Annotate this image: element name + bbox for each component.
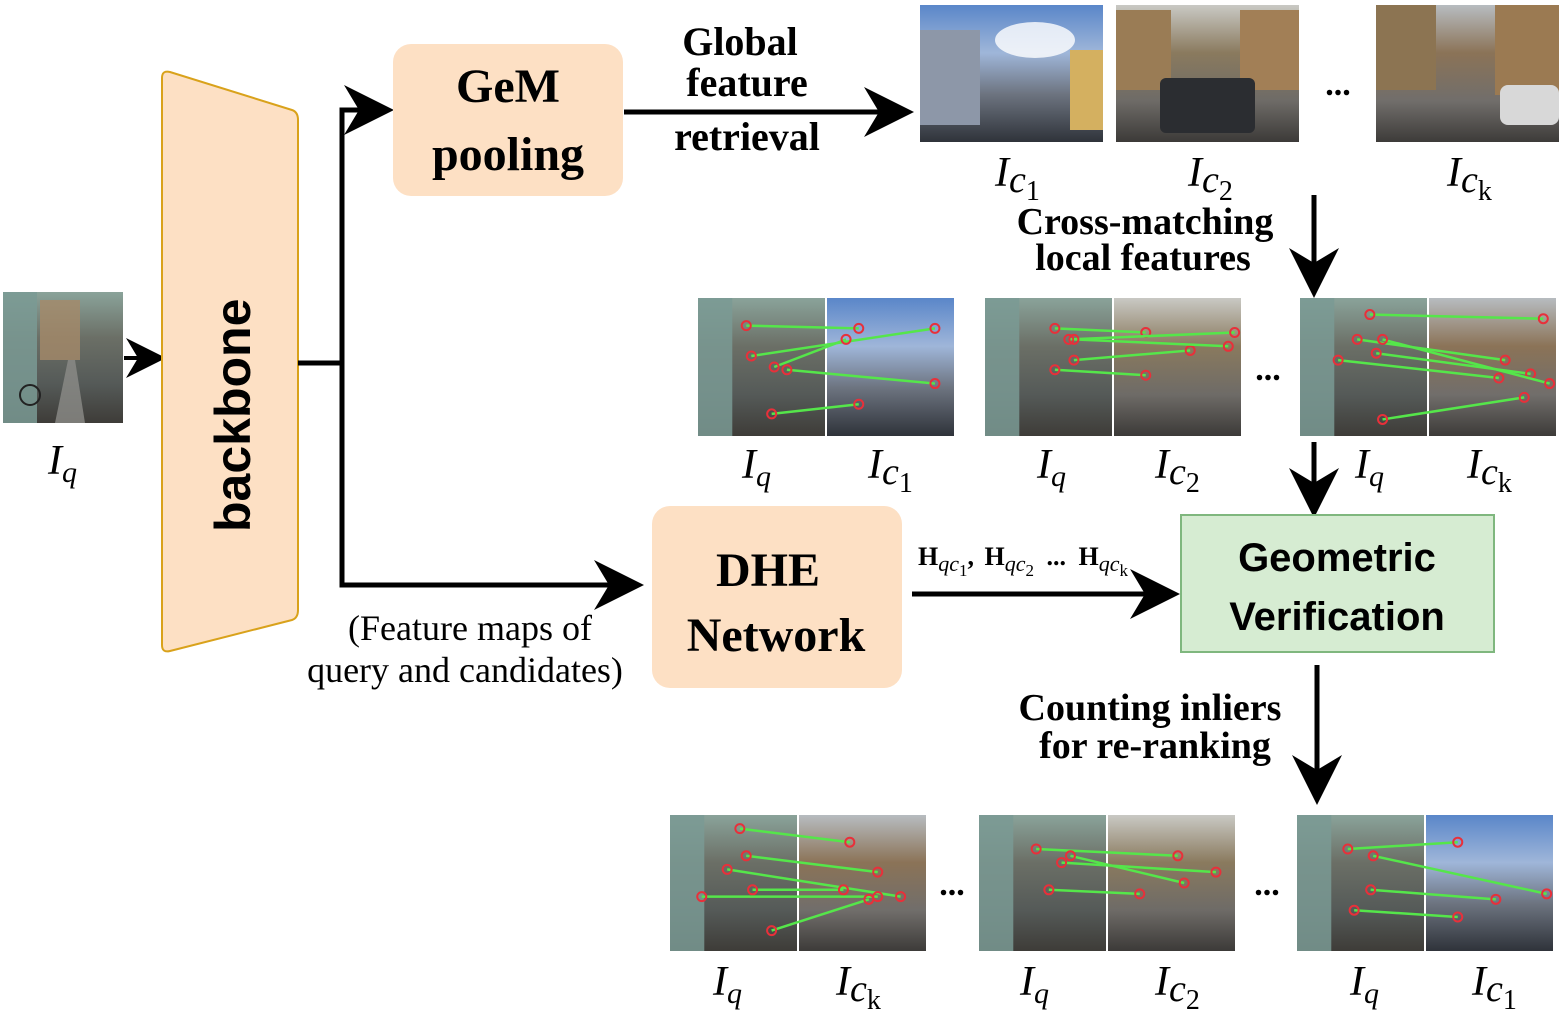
rerank-pair-2 <box>979 815 1235 951</box>
backbone-block <box>161 70 299 653</box>
backbone-label: backbone <box>205 299 261 532</box>
rank2-cand-label: Ic2 <box>1154 959 1200 1016</box>
query-label: Iq <box>47 438 77 489</box>
global-label-1: Global <box>682 19 798 64</box>
gem-label-line1: GeM <box>456 60 560 113</box>
candk-label: Ick <box>1446 150 1492 207</box>
geo-label-line2: Verification <box>1229 595 1445 639</box>
feature-maps-label-1: (Feature maps of <box>348 608 592 648</box>
bottom-ellipsis-2: ... <box>1254 866 1280 903</box>
gem-label-line2: pooling <box>432 128 584 181</box>
global-label-3: retrieval <box>674 114 820 159</box>
pair2-cand-label: Ic2 <box>1154 442 1200 499</box>
rankk-query-label: Iq <box>1349 959 1379 1010</box>
candidate-image-2 <box>1116 5 1299 142</box>
rank1-query-label: Iq <box>712 959 742 1010</box>
global-label-2: feature <box>686 60 807 105</box>
pair1-query-label: Iq <box>741 442 771 493</box>
match-pair-k <box>1300 298 1556 436</box>
pairk-query-label: Iq <box>1354 442 1384 493</box>
geometric-verification-box <box>1180 514 1495 653</box>
bottom-ellipsis-1: ... <box>939 866 965 903</box>
candidate-image-1 <box>920 5 1103 142</box>
cross-label-2: local features <box>1035 237 1251 279</box>
rankk-cand-label: Ic1 <box>1471 959 1517 1016</box>
middle-ellipsis: ... <box>1255 351 1281 388</box>
cand1-label: Ic1 <box>994 150 1040 207</box>
candidate-image-k <box>1376 5 1559 142</box>
rerank-pair-k <box>1297 815 1553 951</box>
match-pair-1 <box>698 298 954 436</box>
dhe-network-box <box>652 506 902 688</box>
dhe-label-line1: DHE <box>716 544 820 597</box>
match-pair-2 <box>985 298 1241 436</box>
cross-label-1: Cross-matching <box>1017 201 1274 243</box>
pair2-query-label: Iq <box>1036 442 1066 493</box>
backbone-branch-arrows <box>298 85 644 610</box>
top-ellipsis: ... <box>1325 66 1351 103</box>
dhe-label-line2: Network <box>687 609 866 662</box>
pair1-cand-label: Ic1 <box>867 442 913 499</box>
gem-pooling-box <box>393 44 623 196</box>
query-image <box>3 292 123 423</box>
pairk-cand-label: Ick <box>1466 442 1512 499</box>
count-label-1: Counting inliers <box>1019 687 1282 729</box>
rank1-cand-label: Ick <box>835 959 881 1016</box>
rank2-query-label: Iq <box>1019 959 1049 1010</box>
count-label-2: for re-ranking <box>1039 725 1271 767</box>
rerank-pair-1 <box>670 815 926 951</box>
geo-label-line1: Geometric <box>1238 536 1436 580</box>
cand2-label: Ic2 <box>1187 150 1233 207</box>
feature-maps-label-2: query and candidates) <box>307 650 623 690</box>
homography-list: Hqc1, Hqc2 ... Hqck <box>918 542 1129 582</box>
